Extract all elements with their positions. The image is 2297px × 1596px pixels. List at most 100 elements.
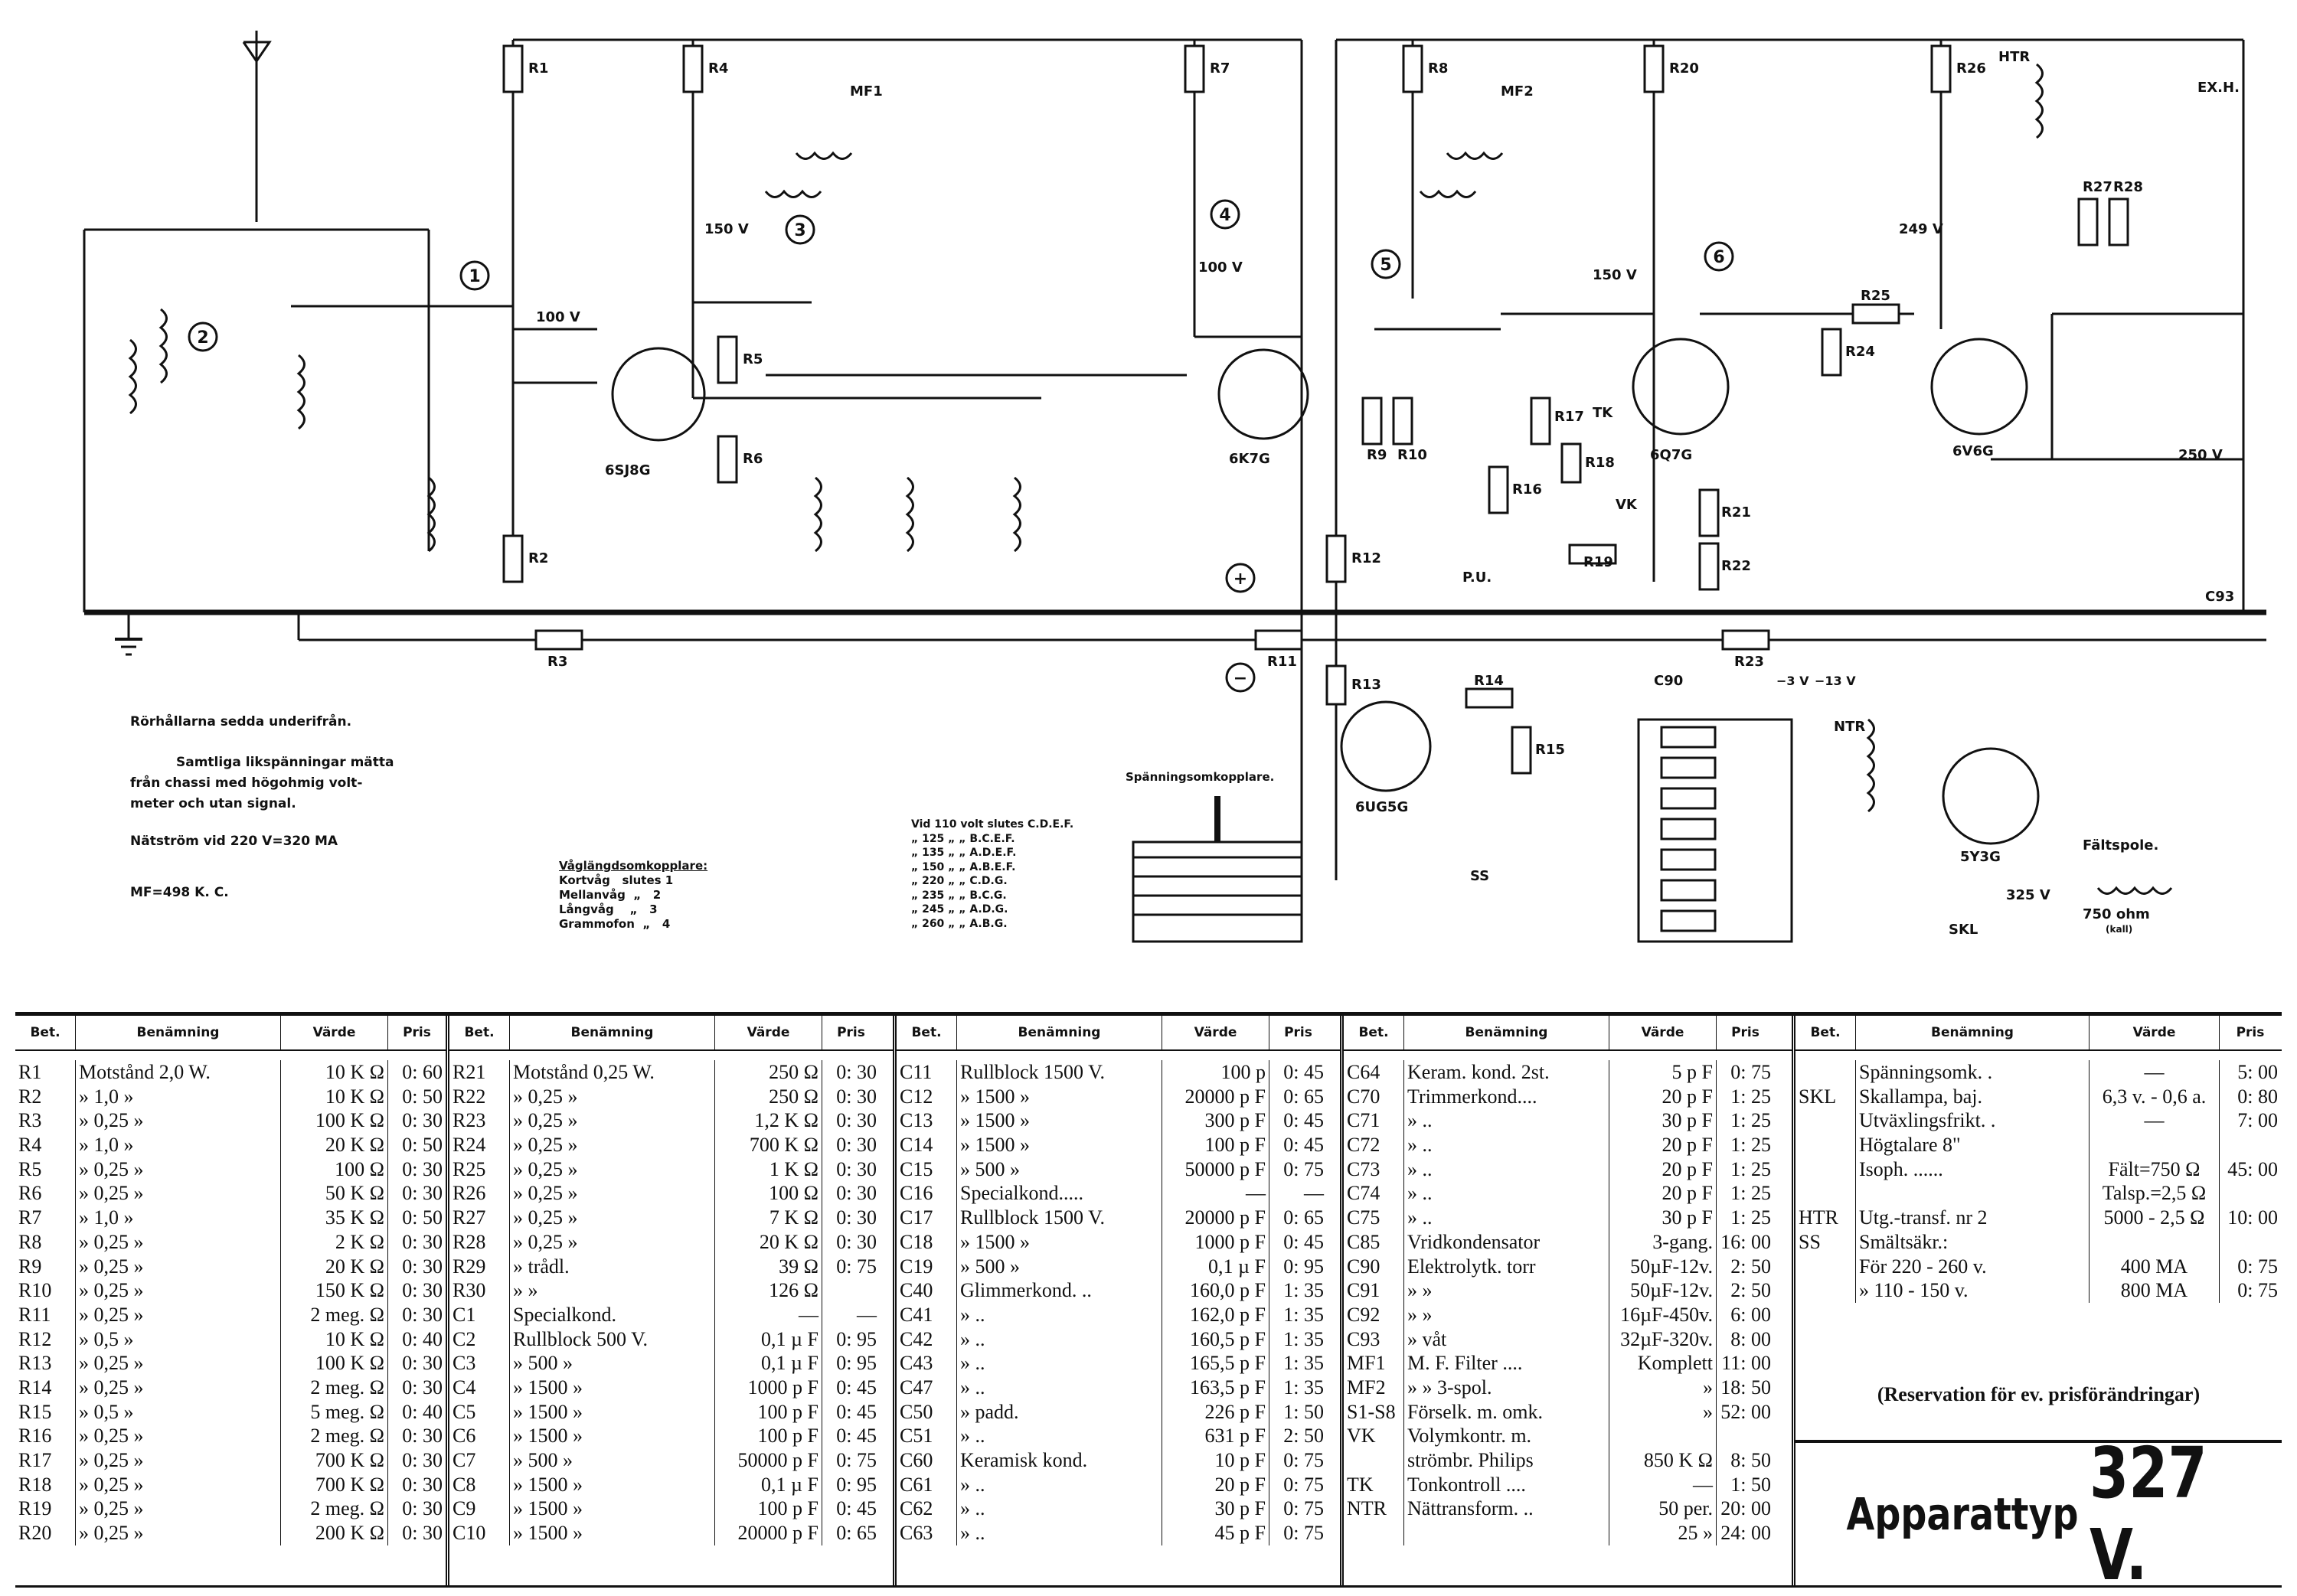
cell-pris: 0: 60 [387, 1060, 446, 1085]
cell-pris [2219, 1181, 2281, 1206]
cell-pris: 1: 35 [1269, 1351, 1327, 1376]
cell-pris: 0: 30 [822, 1084, 880, 1109]
header-bet: Bet. [911, 1025, 942, 1040]
header-pris: Pris [2219, 1016, 2281, 1049]
cell-ben: Motstånd 2,0 W. [75, 1060, 280, 1085]
cell-var: 30 p F [1609, 1206, 1716, 1230]
cell-var: 850 K Ω [1609, 1448, 1716, 1473]
cell-var: 2 meg. Ω [280, 1496, 387, 1522]
cell-ben: Rullblock 1500 V. [956, 1060, 1162, 1085]
cell-bet: C41 [900, 1303, 933, 1326]
cell-var: 32µF-320v. [1609, 1327, 1716, 1352]
table-row: Talsp.=2,5 Ω [1795, 1181, 2282, 1206]
cell-ben: » .. [956, 1302, 1162, 1327]
cell-ben: » 1500 » [509, 1424, 714, 1448]
svg-text:R11: R11 [1267, 654, 1297, 670]
table-row: C91» »50µF-12v.2: 50 [1344, 1278, 1792, 1303]
svg-text:SKL: SKL [1949, 922, 1978, 938]
cell-ben [1855, 1181, 2089, 1206]
cell-pris: 7: 00 [2219, 1108, 2281, 1134]
cell-pris: 0: 75 [1716, 1060, 1774, 1085]
cell-var [1609, 1424, 1716, 1448]
header-var: Värde [2089, 1016, 2219, 1049]
cell-pris: 0: 30 [387, 1448, 446, 1473]
cell-var: 150 K Ω [280, 1278, 387, 1303]
table-row: Högtalare 8" [1795, 1133, 2282, 1157]
cell-ben: » 0,25 » [509, 1108, 714, 1134]
svg-text:HTR: HTR [1998, 49, 2030, 65]
cell-var: 160,5 p F [1162, 1327, 1269, 1352]
cell-bet: C11 [900, 1061, 933, 1083]
cell-ben: Keramisk kond. [956, 1448, 1162, 1473]
cell-bet: C50 [900, 1400, 933, 1423]
cell-var: Talsp.=2,5 Ω [2089, 1181, 2219, 1206]
cell-ben: » 0,25 » [75, 1424, 280, 1448]
cell-pris: 0: 30 [387, 1302, 446, 1327]
cell-ben: » .. [1403, 1108, 1609, 1134]
cell-bet: R13 [18, 1352, 52, 1375]
cell-bet: C42 [900, 1327, 933, 1350]
svg-text:EX.H.: EX.H. [2197, 80, 2240, 96]
cell-var: 100 Ω [714, 1181, 822, 1206]
cell-pris: 0: 45 [822, 1496, 880, 1522]
svg-text:R7: R7 [1210, 60, 1230, 77]
cell-pris: 1: 25 [1716, 1181, 1774, 1206]
svg-text:6Q7G: 6Q7G [1650, 447, 1692, 463]
cell-bet: MF1 [1347, 1352, 1386, 1375]
svg-text:VK: VK [1616, 497, 1638, 513]
svg-text:6K7G: 6K7G [1229, 451, 1270, 467]
cell-ben: » 0,25 » [75, 1254, 280, 1279]
cell-bet: R5 [18, 1157, 42, 1180]
table-row: Spänningsomk. .—5: 00 [1795, 1060, 2282, 1085]
header-pris: Pris [387, 1016, 446, 1049]
cell-pris [2219, 1229, 2281, 1255]
svg-text:TK: TK [1593, 405, 1613, 421]
cell-ben: » 500 » [956, 1157, 1162, 1182]
cell-pris: 45: 00 [2219, 1157, 2281, 1182]
cell-pris: 16: 00 [1716, 1229, 1774, 1255]
table-row: MF2» » 3-spol.»18: 50 [1344, 1375, 1792, 1400]
cell-bet: R30 [453, 1279, 486, 1302]
cell-pris: — [1269, 1181, 1327, 1206]
voltage-row: „ 235 „ „ B.C.G. [911, 889, 1007, 902]
svg-text:R6: R6 [743, 451, 763, 467]
cell-var: 1000 p F [714, 1375, 822, 1400]
cell-var: — [1609, 1472, 1716, 1497]
cell-ben: Smältsäkr.: [1855, 1229, 2089, 1255]
cell-var: 39 Ω [714, 1254, 822, 1279]
svg-text:−: − [1233, 669, 1247, 688]
cell-pris: 8: 50 [1716, 1448, 1774, 1473]
cell-ben: » 1500 » [509, 1375, 714, 1400]
cell-bet [1795, 1108, 1855, 1133]
cell-var: 30 p F [1609, 1108, 1716, 1134]
cell-ben: » 0,25 » [509, 1084, 714, 1109]
cell-ben: » » 3-spol. [1403, 1375, 1609, 1400]
cell-ben: » 1500 » [509, 1496, 714, 1522]
cell-var: 160,0 p F [1162, 1278, 1269, 1303]
cell-var: 50 K Ω [280, 1181, 387, 1206]
cell-ben: » 1500 » [956, 1108, 1162, 1134]
cell-bet: HTR [1799, 1206, 1838, 1229]
cell-var: 5 meg. Ω [280, 1399, 387, 1425]
header-pris: Pris [822, 1016, 880, 1049]
cell-ben: För 220 - 260 v. [1855, 1254, 2089, 1279]
cell-var: 2 meg. Ω [280, 1424, 387, 1448]
svg-text:R14: R14 [1474, 673, 1504, 689]
header-bet: Bet. [464, 1025, 495, 1040]
